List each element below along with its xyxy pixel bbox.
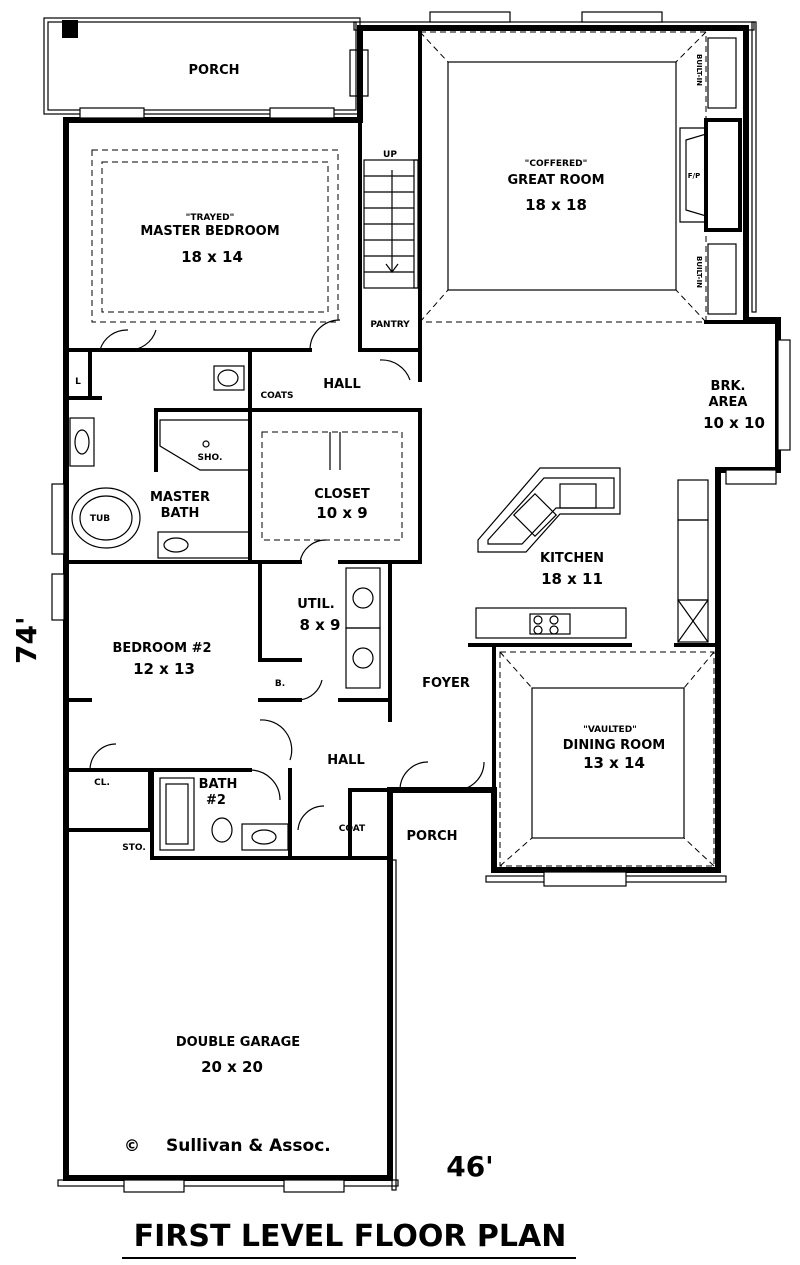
utility-size: 8 x 9 [300,616,341,634]
interior-walls [64,26,780,860]
great-room-label: GREAT ROOM [507,173,604,188]
staircase [363,159,421,289]
coats-label: COATS [261,391,294,401]
windows [51,11,791,1193]
plan-title: FIRST LEVEL FLOOR PLAN [134,1219,567,1254]
builtin-top [707,37,737,109]
master-bedroom-note: "TRAYED" [186,213,235,223]
kitchen-size: 18 x 11 [541,570,603,588]
porch-top-label: PORCH [188,63,239,78]
closet-label: CLOSET [314,487,370,502]
fireplace-label: F/P [688,172,700,180]
pantry-label: PANTRY [370,320,410,330]
great-room-size: 18 x 18 [525,196,587,214]
closet-partitions [261,431,403,541]
kitchen-counters [475,467,709,643]
builtin-bottom [707,243,737,315]
tub-label: TUB [90,514,110,524]
sto-label: STO. [122,843,146,853]
porch-front-label: PORCH [406,829,457,844]
kitchen-label: KITCHEN [540,551,604,566]
width-dimension: 46' [446,1150,494,1183]
master-bath-label-1: MASTER [150,490,210,505]
doors [89,49,485,831]
builtin-bottom-label: BUILT-IN [695,256,703,288]
bath2-label-1: BATH [199,777,238,792]
bath2-label-2: #2 [206,793,226,808]
foyer-label: FOYER [422,676,470,691]
dining-room-ceiling [499,651,715,867]
shower-label: SHO. [198,453,223,463]
brk-area-label-1: BRK. [711,379,746,394]
builtin-top-label: BUILT-IN [695,54,703,86]
stair-up-label: UP [383,150,397,160]
hall-lower-label: HALL [327,753,365,768]
utility-fixtures [345,567,381,689]
master-bedroom-ceiling [91,149,339,323]
copyright-symbol: © [124,1136,140,1155]
brk-area-size: 10 x 10 [703,414,765,432]
corner-marker [62,20,78,38]
coat-label: COAT [339,824,366,834]
bath2-fixtures [159,777,289,851]
cl-label: CL. [94,778,110,788]
brk-area-label-2: AREA [708,395,747,410]
garage-size: 20 x 20 [201,1058,263,1076]
dining-room-label: DINING ROOM [563,738,665,753]
linen-label: L [75,377,81,387]
fireplace [679,118,742,232]
utility-label: UTIL. [297,597,334,612]
great-room-note: "COFFERED" [525,159,588,169]
master-bedroom-label: MASTER BEDROOM [140,224,279,239]
copyright-label: Sullivan & Assoc. [166,1136,331,1156]
master-bath-fixtures [69,365,251,559]
garage-label: DOUBLE GARAGE [176,1035,300,1050]
hall-upper-label: HALL [323,377,361,392]
master-bath-label-2: BATH [161,506,200,521]
bedroom2-label: BEDROOM #2 [112,641,211,656]
closet-size: 10 x 9 [316,504,367,522]
b-closet-label: B. [275,679,285,689]
depth-dimension: 74' [10,616,43,664]
dining-room-size: 13 x 14 [583,754,645,772]
bedroom2-size: 12 x 13 [133,660,195,678]
dining-room-note: "VAULTED" [583,725,637,735]
master-bedroom-size: 18 x 14 [181,248,243,266]
